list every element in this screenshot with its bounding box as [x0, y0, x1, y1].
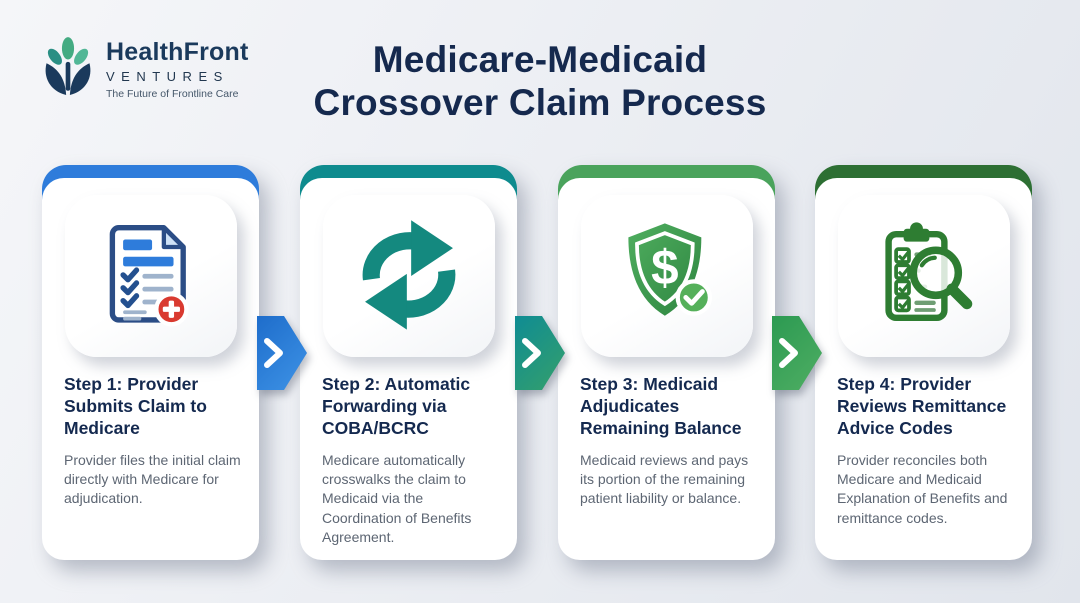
step-1-description: Provider files the initial claim directl…: [64, 451, 241, 507]
step-2-description: Medicare automatically crosswalks the cl…: [322, 451, 472, 545]
step-card-1: Step 1: Provider Submits Claim to Medica…: [42, 165, 259, 560]
healthfront-logo: HealthFront VENTURES The Future of Front…: [40, 34, 248, 100]
claim-document-icon: [109, 225, 189, 327]
step-card-3: $ Step 3: Medicaid Adjudicates Remaining…: [558, 165, 775, 560]
logo-subtitle: VENTURES: [106, 69, 229, 84]
flow-arrow-1-to-2: [257, 316, 307, 390]
page-title: Medicare-Medicaid Crossover Claim Proces…: [250, 38, 830, 125]
sync-arrows-icon: [362, 220, 455, 330]
logo-name: HealthFront: [106, 38, 249, 66]
step-card-4: Step 4: Provider Reviews Remittance Advi…: [815, 165, 1032, 560]
step-card-2: Step 2: Automatic Forwarding via COBA/BC…: [300, 165, 517, 560]
step-1-title: Step 1: Provider Submits Claim to Medica…: [64, 374, 207, 438]
clipboard-magnifier-icon: [884, 222, 972, 322]
flow-arrow-3-to-4: [772, 316, 822, 390]
page-title-line1: Medicare-Medicaid: [372, 39, 708, 80]
chevron-right-icon: [522, 338, 541, 368]
svg-text:$: $: [651, 241, 678, 296]
plant-hands-logo-icon: [45, 37, 91, 95]
chevron-right-icon: [779, 338, 798, 368]
chevron-right-icon: [264, 338, 283, 368]
step-4-description: Provider reconciles both Medicare and Me…: [837, 451, 1008, 526]
step-3-title: Step 3: Medicaid Adjudicates Remaining B…: [580, 374, 742, 438]
step-3-description: Medicaid reviews and pays its portion of…: [580, 451, 749, 507]
page-title-line2: Crossover Claim Process: [313, 82, 767, 124]
logo-tagline: The Future of Frontline Care: [106, 88, 239, 100]
flow-arrow-2-to-3: [515, 316, 565, 390]
step-2-title: Step 2: Automatic Forwarding via COBA/BC…: [322, 374, 471, 438]
step-4-title: Step 4: Provider Reviews Remittance Advi…: [837, 374, 1007, 438]
shield-dollar-check-icon: $: [627, 223, 712, 316]
